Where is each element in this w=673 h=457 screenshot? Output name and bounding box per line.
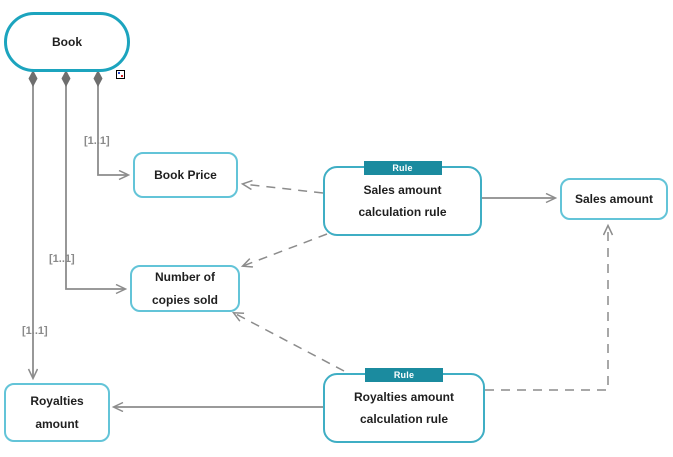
edge-sales-rule-to-copies-sold[interactable]	[243, 233, 328, 266]
rule-badge: Rule	[365, 368, 443, 382]
node-sales-rule[interactable]: Rule Sales amount calculation rule	[323, 161, 482, 236]
node-book[interactable]: Book	[4, 12, 130, 72]
multiplicity-book-royalties-amount: [1..1]	[22, 325, 48, 337]
node-royalties-rule-label: Royalties amount calculation rule	[353, 389, 455, 426]
decomposition-icon-dot-red	[121, 75, 123, 77]
diamond-connector-3	[93, 70, 103, 87]
edge-royalties-rule-to-copies-sold[interactable]	[234, 313, 345, 372]
edge-book-to-book-price[interactable]	[97, 85, 128, 175]
multiplicity-book-copies-sold: [1..1]	[49, 253, 75, 265]
node-sales-amount-label: Sales amount	[574, 191, 654, 206]
diamond-connector-2	[61, 70, 71, 87]
multiplicity-book-book-price: [1..1]	[84, 135, 110, 147]
node-book-label: Book	[52, 34, 82, 49]
decomposition-icon-dot-blue	[118, 72, 120, 74]
node-royalties-amount-label: Royalties amount	[30, 394, 84, 431]
edge-book-to-copies-sold[interactable]	[65, 85, 125, 289]
node-royalties-amount[interactable]: Royalties amount	[4, 383, 110, 442]
decomposition-icon[interactable]	[116, 70, 125, 79]
node-royalties-rule[interactable]: Rule Royalties amount calculation rule	[323, 368, 485, 443]
edge-sales-rule-to-book-price[interactable]	[243, 184, 324, 194]
node-sales-amount[interactable]: Sales amount	[560, 178, 668, 220]
node-copies-sold-label: Number of copies sold	[151, 270, 219, 307]
diamond-connector-1	[28, 70, 38, 87]
edge-royalties-rule-to-sales-amount[interactable]	[485, 226, 608, 391]
node-book-price-label: Book Price	[154, 167, 217, 182]
rule-badge: Rule	[363, 161, 442, 175]
node-copies-sold[interactable]: Number of copies sold	[130, 265, 240, 312]
node-sales-rule-label: Sales amount calculation rule	[358, 182, 447, 219]
node-book-price[interactable]: Book Price	[133, 152, 238, 198]
